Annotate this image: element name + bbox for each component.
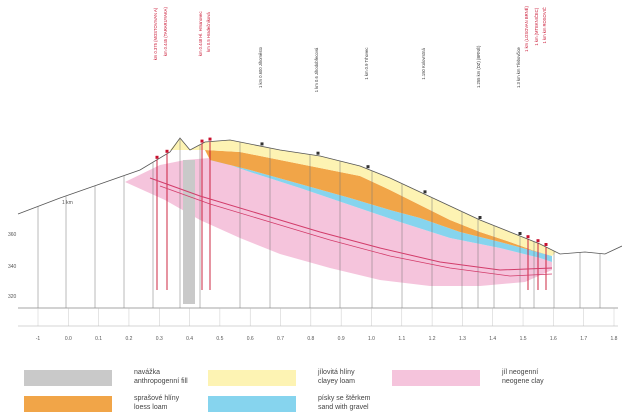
- x-tick-label: 1.7: [580, 336, 587, 342]
- rock-boundary-line-lower: [159, 185, 553, 277]
- legend-swatch-sand-gravel: [208, 396, 296, 412]
- x-tick-label: 0.7: [277, 336, 284, 342]
- legend-label-loess-loam: sprašové hlíny loess loam: [134, 395, 180, 411]
- x-tick-label: 0.0: [65, 336, 72, 342]
- legend-swatch-clayey-loam: [208, 370, 296, 386]
- rock-boundary-line-upper: [149, 177, 553, 271]
- borehole-label: km 0.5 Hradečníková: [206, 12, 211, 52]
- legend-item-clayey-loam: jílovitá hlíny clayey loam: [208, 368, 355, 386]
- borehole-marker: [518, 232, 522, 235]
- legend-item-loess-loam: sprašové hlíny loess loam: [24, 394, 179, 412]
- x-axis-ticks: -1 0.0 0.1 0.2 0.3 0.4 0.5 0.6 0.7 0.8 0.9 1.0 1.1 1.…: [36, 308, 618, 342]
- x-tick-label: 1.2: [429, 336, 436, 342]
- gravel-layer: [210, 158, 552, 262]
- elevation-label-360: 360: [8, 232, 17, 238]
- borehole-marker: [260, 142, 264, 146]
- borehole-label: 1 km km ROSOVIČ: [542, 7, 547, 43]
- x-tick-label: 1.4: [489, 336, 496, 342]
- borehole-marker: [526, 235, 530, 239]
- fill-layer: [183, 160, 195, 304]
- borehole-marker: [155, 155, 159, 159]
- elevation-label-340: 340: [8, 264, 17, 270]
- x-tick-label: 1.6: [550, 336, 557, 342]
- borehole-marker: [366, 165, 370, 169]
- x-tick-label: 0.8: [307, 336, 314, 342]
- borehole-marker: [200, 139, 204, 143]
- x-tick-label: 1.1: [398, 336, 405, 342]
- borehole-label: km 0.375 (MOSTOVIVAN A): [153, 7, 158, 60]
- x-tick-label: 0.1: [95, 336, 102, 342]
- profile-grid-verticals: [37, 138, 601, 308]
- elevation-label-320: 320: [8, 294, 17, 300]
- profile-small-label: 1 km: [62, 200, 73, 206]
- borehole-marker: [478, 216, 482, 219]
- neogene-clay-layer: [125, 158, 552, 286]
- x-tick-label: 1.0: [368, 336, 375, 342]
- x-tick-label: 1.3: [459, 336, 466, 342]
- x-tick-label: 0.5: [216, 336, 223, 342]
- borehole-label: 1 km (MTEKNIČEC): [534, 7, 539, 45]
- borehole-marker: [423, 190, 427, 194]
- borehole-label: km 0.445 (TARARUYAKA): [163, 7, 168, 57]
- borehole-label: 1 km 0.600 Jihoměsto: [258, 46, 263, 88]
- legend-swatch-fill: [24, 370, 112, 386]
- x-tick-label: 0.2: [125, 336, 132, 342]
- borehole-marker: [316, 151, 320, 155]
- borehole-label: km 0.448 Hl. Hmanovec: [198, 11, 203, 56]
- legend-swatch-loess-loam: [24, 396, 112, 412]
- borehole-label: 1.3 km km Třebovčice: [516, 46, 521, 88]
- legend-label-sand-gravel: písky se štěrkem sand with gravel: [318, 395, 371, 411]
- borehole-labels: km 0.375 (MOSTOVIVAN A) km 0.445 (TARARUY…: [153, 6, 548, 290]
- clayey-loam-layer: [170, 138, 556, 256]
- borehole-marker: [536, 239, 540, 243]
- legend-item-fill: navážka anthropogenní fill: [24, 368, 188, 386]
- x-tick-label: 1.8: [611, 336, 618, 342]
- borehole-marker: [165, 149, 169, 153]
- x-tick-label: 0.4: [186, 336, 193, 342]
- x-tick-label: -1: [36, 336, 41, 342]
- borehole-marker: [208, 137, 212, 141]
- legend-item-neogene-clay: jíl neogenní neogene clay: [392, 368, 544, 386]
- legend-label-clayey-loam: jílovitá hlíny clayey loam: [318, 369, 355, 385]
- legend-swatch-neogene-clay: [392, 370, 480, 386]
- borehole-marker: [544, 243, 548, 246]
- x-tick-label: 1.5: [520, 336, 527, 342]
- borehole-label: 1 km 0.6 Jihodobřecová: [314, 47, 319, 92]
- legend-label-fill: navážka anthropogenní fill: [134, 369, 188, 385]
- geological-profile: km 0.375 (MOSTOVIVAN A) km 0.445 (TARARUY…: [8, 6, 622, 342]
- legend-item-sand-gravel: písky se štěrkem sand with gravel: [208, 394, 371, 412]
- borehole-label: 1 km 0.9 Trhovec: [364, 47, 369, 79]
- borehole-label: 1.150 Kolovrstná: [421, 48, 426, 80]
- legend: navážka anthropogenní fill jílovitá hlín…: [0, 352, 622, 416]
- borehole-label: 1.255 km (DZ) (BRNĚ): [476, 45, 481, 88]
- loess-loam-layer: [205, 150, 552, 256]
- legend-label-neogene-clay: jíl neogenní neogene clay: [502, 369, 544, 385]
- borehole-label: 1 km (LOSOVAN BRNĚ): [524, 6, 529, 52]
- x-tick-label: 0.6: [247, 336, 254, 342]
- x-tick-label: 0.3: [156, 336, 163, 342]
- x-tick-label: 0.9: [338, 336, 345, 342]
